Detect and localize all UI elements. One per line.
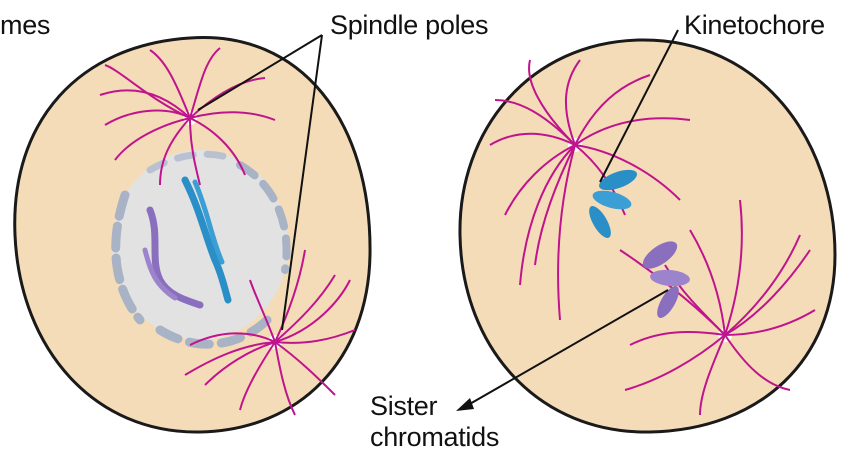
right-cell-body (460, 40, 835, 432)
kinetochore-label: Kinetochore (684, 12, 825, 39)
spindle-poles-label: Spindle poles (330, 12, 488, 39)
sister-chromatids-arrowhead (456, 398, 474, 411)
right-cell (460, 40, 835, 432)
chromosomes-label-partial: mes (0, 12, 50, 39)
nucleus-interior (112, 150, 288, 340)
sister-chromatids-label-line2: chromatids (370, 424, 499, 451)
left-cell (15, 38, 370, 433)
sister-chromatids-label-line1: Sister (370, 393, 437, 420)
